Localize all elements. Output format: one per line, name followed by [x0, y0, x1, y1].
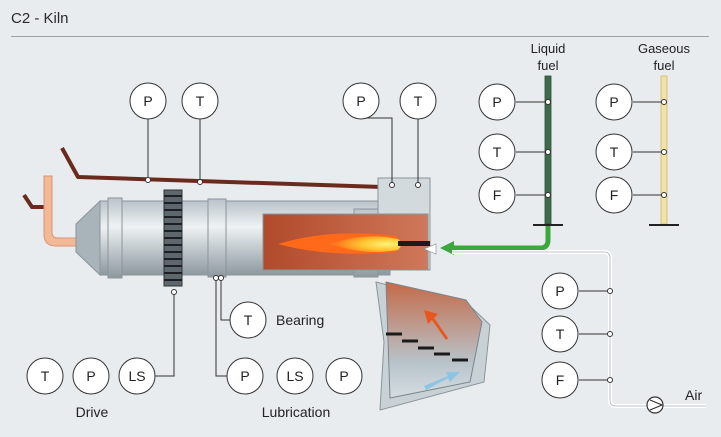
hot-air-arrow: [424, 310, 448, 340]
svg-text:P: P: [356, 93, 365, 109]
svg-text:P: P: [609, 94, 618, 110]
sensor-gaseous-pressure: P: [595, 83, 633, 121]
svg-text:F: F: [493, 187, 502, 203]
sensor-lubrication-pressure-2: P: [325, 357, 363, 395]
svg-text:T: T: [414, 93, 423, 109]
sensor-kiln-pressure: P: [129, 82, 167, 120]
sensor-liquid-pressure: P: [478, 83, 516, 121]
title-divider: [11, 36, 709, 37]
svg-text:LS: LS: [128, 368, 145, 384]
sensor-lubrication-pressure-1: P: [226, 357, 264, 395]
gaseous-fuel-label-1: Gaseous: [638, 41, 691, 56]
sensor-hood-pressure: P: [342, 82, 380, 120]
air-line: [452, 250, 706, 408]
svg-text:T: T: [556, 326, 565, 342]
fuel-feed-arrow: [440, 241, 454, 255]
fuel-feed-pipe: [452, 226, 551, 251]
burner-hood: [262, 177, 431, 271]
sensor-bearing-temperature: T: [229, 301, 267, 339]
sensor-air-pressure: P: [541, 272, 579, 310]
drive-label: Drive: [76, 404, 109, 420]
clinker-cooler: [375, 281, 491, 411]
svg-text:P: P: [86, 368, 95, 384]
air-label: Air: [685, 387, 702, 403]
feed-chute: [43, 175, 77, 247]
svg-text:T: T: [244, 312, 253, 328]
junction-dots: [145, 99, 667, 383]
liquid-fuel-label-1: Liquid: [531, 41, 566, 56]
page-title: C2 - Kiln: [11, 10, 69, 27]
lubrication-label: Lubrication: [262, 404, 331, 420]
svg-text:P: P: [339, 368, 348, 384]
air-inlet-arrow: [423, 243, 437, 255]
sensor-air-temperature: T: [541, 315, 579, 353]
svg-text:T: T: [610, 144, 619, 160]
air-line-outline: [452, 251, 706, 407]
sensor-air-flow: F: [541, 361, 579, 399]
svg-text:T: T: [196, 93, 205, 109]
air-fan: [646, 396, 664, 414]
gaseous-fuel-label-2: fuel: [654, 58, 675, 73]
flame: [278, 233, 430, 254]
sensor-gaseous-flow: F: [595, 176, 633, 214]
svg-text:P: P: [240, 368, 249, 384]
sensor-liquid-temperature: T: [478, 133, 516, 171]
svg-text:T: T: [493, 144, 502, 160]
svg-text:P: P: [143, 93, 152, 109]
svg-text:F: F: [610, 187, 619, 203]
sensor-hood-temperature: T: [399, 82, 437, 120]
sensor-liquid-flow: F: [478, 176, 516, 214]
sensor-kiln-temperature: T: [181, 82, 219, 120]
liquid-fuel-label-2: fuel: [538, 58, 559, 73]
sensor-drive-pressure: P: [72, 357, 110, 395]
svg-text:P: P: [492, 94, 501, 110]
svg-text:T: T: [41, 368, 50, 384]
exhaust-duct: [22, 147, 383, 209]
sensor-drive-level-switch: LS: [118, 357, 156, 395]
sensor-gaseous-temperature: T: [595, 133, 633, 171]
bearing-label: Bearing: [276, 312, 324, 328]
drive-gear-ring: [163, 189, 183, 287]
sensor-lubrication-level-switch: LS: [276, 357, 314, 395]
cool-air-arrow: [424, 372, 460, 390]
sensor-drive-temperature: T: [26, 357, 64, 395]
svg-text:F: F: [556, 372, 565, 388]
svg-text:LS: LS: [286, 368, 303, 384]
sensor-leader-lines: [147, 101, 664, 381]
svg-text:P: P: [555, 283, 564, 299]
